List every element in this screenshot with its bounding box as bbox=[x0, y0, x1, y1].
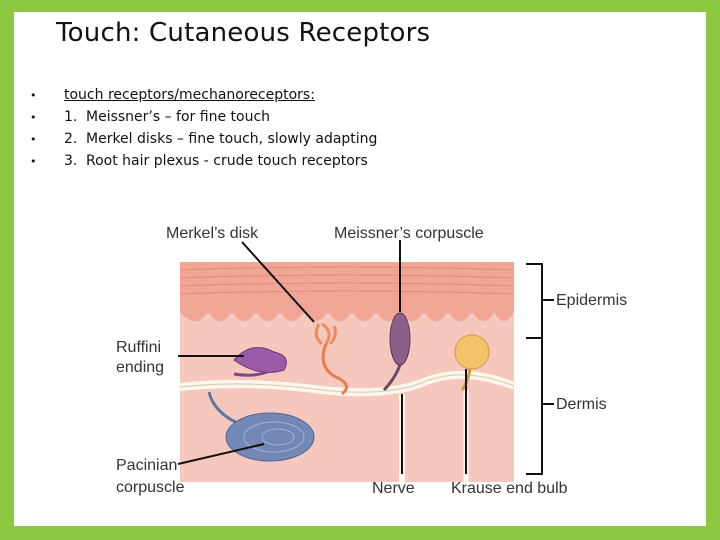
bullet-dot: • bbox=[30, 133, 37, 146]
bullet-number: 3. bbox=[64, 153, 78, 169]
bullet-number: 1. bbox=[64, 109, 78, 125]
label-epidermis: Epidermis bbox=[556, 292, 627, 309]
label-pacinian-line2: corpuscle bbox=[116, 479, 185, 496]
label-pacinian-line1: Pacinian bbox=[116, 457, 177, 474]
epidermis-lines bbox=[179, 266, 515, 295]
bullet-dot: • bbox=[30, 155, 37, 168]
bullet-text: Meissner’s – for fine touch bbox=[86, 109, 271, 125]
ruffini-ending-shape bbox=[233, 347, 287, 373]
skin-receptor-diagram: Merkel’s disk Meissner’s corpuscle Epide… bbox=[116, 225, 627, 497]
bullet-item: • 1. Meissner’s – for fine touch bbox=[28, 106, 377, 128]
bullet-list: • touch receptors/mechanoreceptors: • 1. Me… bbox=[28, 84, 377, 172]
krause-end-bulb-shape bbox=[454, 334, 490, 370]
label-nerve: Nerve bbox=[372, 480, 415, 497]
layer-brackets bbox=[526, 263, 554, 475]
bullet-dot: • bbox=[30, 111, 37, 124]
slide: Touch: Cutaneous Receptors • touch recept… bbox=[14, 12, 706, 526]
bullet-item: • 3. Root hair plexus - crude touch recept… bbox=[28, 150, 377, 172]
leader-lines bbox=[177, 240, 467, 474]
label-meissners-corpuscle: Meissner’s corpuscle bbox=[334, 225, 484, 242]
pacinian-corpuscle-shape bbox=[225, 412, 315, 462]
bullet-dot: • bbox=[30, 89, 37, 102]
label-dermis: Dermis bbox=[556, 396, 607, 413]
label-ruffini-line2: ending bbox=[116, 359, 164, 376]
bullet-header-text: touch receptors/mechanoreceptors: bbox=[64, 87, 315, 103]
bullet-item: • 2. Merkel disks – fine touch, slowly ada… bbox=[28, 128, 377, 150]
label-ruffini-line1: Ruffini bbox=[116, 339, 161, 356]
merkel-disk-shape bbox=[314, 322, 337, 346]
bullet-header: • touch receptors/mechanoreceptors: bbox=[28, 84, 377, 106]
bullet-number: 2. bbox=[64, 131, 78, 147]
label-merkels-disk: Merkel’s disk bbox=[166, 225, 259, 242]
bullet-text: Root hair plexus - crude touch receptors bbox=[86, 153, 368, 169]
slide-title: Touch: Cutaneous Receptors bbox=[56, 18, 431, 48]
label-krause-end-bulb: Krause end bulb bbox=[451, 480, 568, 497]
meissner-corpuscle-shape bbox=[389, 312, 411, 366]
bullet-text: Merkel disks – fine touch, slowly adapti… bbox=[86, 131, 378, 147]
